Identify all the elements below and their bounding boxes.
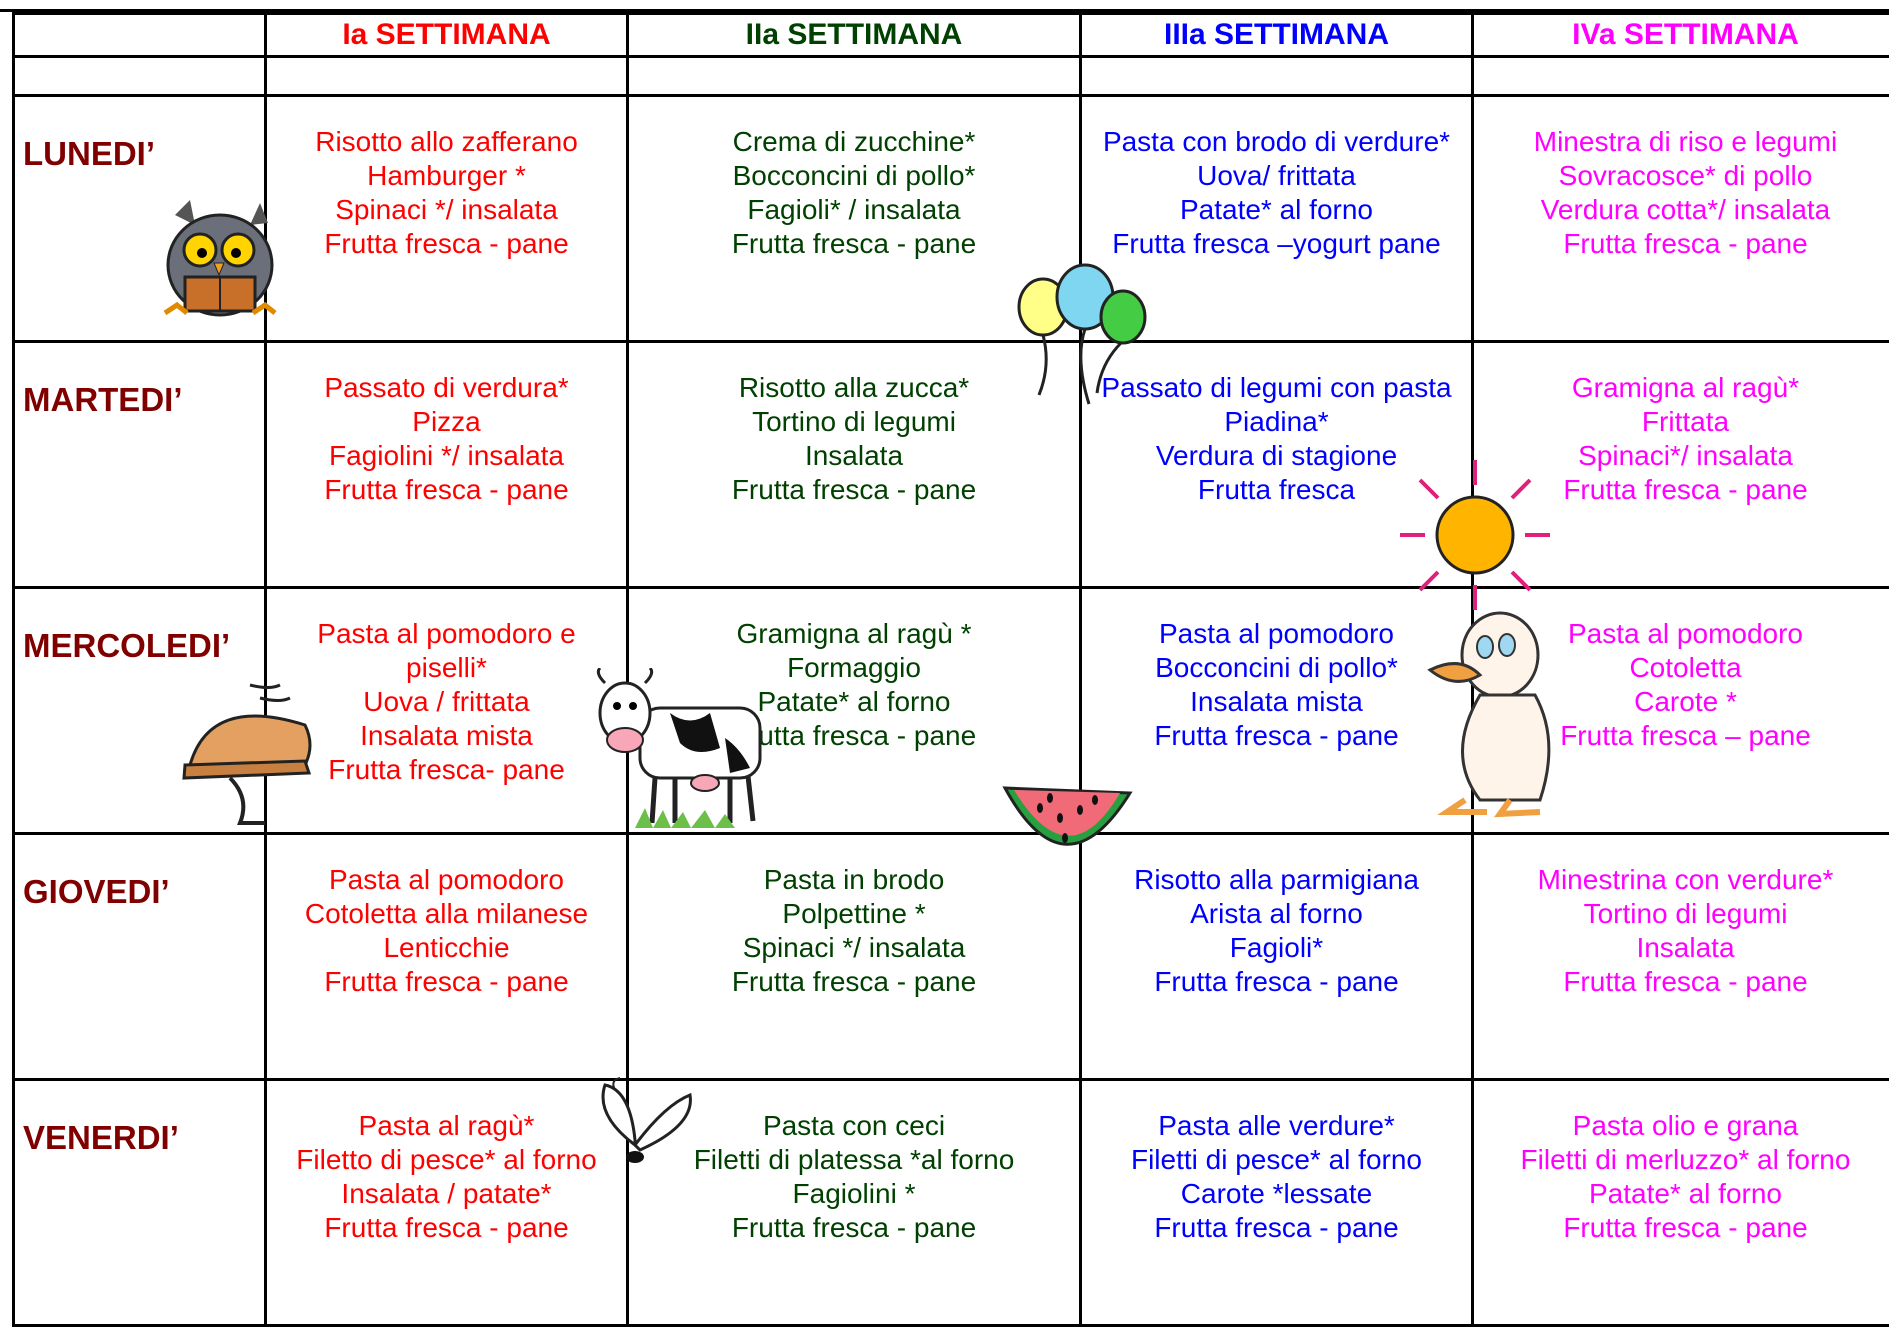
menu-item: Frutta fresca - pane <box>267 1211 626 1245</box>
menu-item: Gramigna al ragù* <box>1474 371 1889 405</box>
menu-item: Frittata <box>1474 405 1889 439</box>
week-header-4: IVa SETTIMANA <box>1473 14 1889 57</box>
day-label-martedi: MARTEDI’ <box>14 342 266 588</box>
menu-item: Frutta fresca –yogurt pane <box>1082 227 1471 261</box>
menu-item: Frutta fresca - pane <box>1082 1211 1471 1245</box>
menu-item: Minestra di riso e legumi <box>1474 125 1889 159</box>
menu-item: Fagiolini * <box>629 1177 1079 1211</box>
menu-item: Frutta fresca - pane <box>629 1211 1079 1245</box>
menu-item: Frutta fresca - pane <box>629 965 1079 999</box>
menu-item: Bocconcini di pollo* <box>629 159 1079 193</box>
menu-item: Filetti di merluzzo* al forno <box>1474 1143 1889 1177</box>
owl-reading-clipart <box>150 195 290 335</box>
menu-item: Sovracosce* di pollo <box>1474 159 1889 193</box>
menu-item: Frutta fresca - pane <box>1082 719 1471 753</box>
day-label-giovedi: GIOVEDI’ <box>14 834 266 1080</box>
menu-item: Frutta fresca - pane <box>267 965 626 999</box>
menu-item: Frutta fresca - pane <box>267 473 626 507</box>
menu-item: Frutta fresca - pane <box>267 227 626 261</box>
menu-item: Pizza <box>267 405 626 439</box>
menu-item: Pasta al pomodoro e <box>267 617 626 651</box>
watermelon-clipart <box>1000 778 1135 878</box>
menu-item: Verdura cotta*/ insalata <box>1474 193 1889 227</box>
menu-item: Frutta fresca - pane <box>1474 227 1889 261</box>
menu-item: Arista al forno <box>1082 897 1471 931</box>
duck-clipart <box>1425 575 1555 825</box>
balloons-clipart <box>1013 262 1153 412</box>
menu-item: Frutta fresca - pane <box>1474 965 1889 999</box>
cow-clipart <box>590 668 780 838</box>
corner-cell <box>14 14 266 57</box>
menu-item: Lenticchie <box>267 931 626 965</box>
menu-item: Patate* al forno <box>1474 1177 1889 1211</box>
menu-item: Fagioli* <box>1082 931 1471 965</box>
menu-item: Risotto alla parmigiana <box>1082 863 1471 897</box>
menu-item: Frutta fresca - pane <box>629 473 1079 507</box>
menu-item: Spinaci */ insalata <box>267 193 626 227</box>
table-top-edge <box>0 0 1889 12</box>
menu-item: Filetti di pesce* al forno <box>1082 1143 1471 1177</box>
meal-cell-giovedi-week4: Minestrina con verdure*Tortino di legumi… <box>1473 834 1889 1080</box>
week-header-3: IIIa SETTIMANA <box>1081 14 1473 57</box>
menu-item: Pasta olio e grana <box>1474 1109 1889 1143</box>
menu-item: Uova/ frittata <box>1082 159 1471 193</box>
week-header-1: Ia SETTIMANA <box>266 14 628 57</box>
menu-item: Passato di verdura* <box>267 371 626 405</box>
week-header-2: IIa SETTIMANA <box>628 14 1081 57</box>
menu-item: Bocconcini di pollo* <box>1082 651 1471 685</box>
menu-item: Spinaci */ insalata <box>629 931 1079 965</box>
week-header-row: Ia SETTIMANA IIa SETTIMANA IIIa SETTIMAN… <box>14 14 1889 57</box>
menu-item: Risotto allo zafferano <box>267 125 626 159</box>
menu-item: Tortino di legumi <box>1474 897 1889 931</box>
menu-item: Risotto alla zucca* <box>629 371 1079 405</box>
menu-item: Frutta fresca - pane <box>1082 965 1471 999</box>
menu-item: Insalata / patate* <box>267 1177 626 1211</box>
menu-item: Pasta al pomodoro <box>1082 617 1471 651</box>
day-label-venerdi: VENERDI’ <box>14 1080 266 1326</box>
menu-item: Pasta al pomodoro <box>267 863 626 897</box>
spacer-row <box>14 57 1889 96</box>
menu-item: Minestrina con verdure* <box>1474 863 1889 897</box>
menu-item: Fagiolini */ insalata <box>267 439 626 473</box>
menu-item: Insalata mista <box>1082 685 1471 719</box>
menu-item: Polpettine * <box>629 897 1079 931</box>
menu-item: Insalata <box>629 439 1079 473</box>
day-row-venerdi: VENERDI’Pasta al ragù*Filetto di pesce* … <box>14 1080 1889 1326</box>
cloche-clipart <box>180 680 330 830</box>
menu-item: Patate* al forno <box>1082 193 1471 227</box>
menu-item: Gramigna al ragù * <box>629 617 1079 651</box>
menu-item: Carote *lessate <box>1082 1177 1471 1211</box>
menu-item: Fagioli* / insalata <box>629 193 1079 227</box>
menu-item: Frutta fresca - pane <box>1474 1211 1889 1245</box>
weekly-menu-table: Ia SETTIMANA IIa SETTIMANA IIIa SETTIMAN… <box>12 12 1889 1327</box>
menu-item: Pasta con brodo di verdure* <box>1082 125 1471 159</box>
menu-item: Frutta fresca - pane <box>629 227 1079 261</box>
menu-item: Crema di zucchine* <box>629 125 1079 159</box>
menu-item: Pasta alle verdure* <box>1082 1109 1471 1143</box>
menu-item: Hamburger * <box>267 159 626 193</box>
menu-item: Cotoletta alla milanese <box>267 897 626 931</box>
butterfly-clipart <box>560 1075 710 1166</box>
meal-cell-venerdi-week3: Pasta alle verdure*Filetti di pesce* al … <box>1081 1080 1473 1326</box>
menu-item: Insalata <box>1474 931 1889 965</box>
menu-item: Tortino di legumi <box>629 405 1079 439</box>
